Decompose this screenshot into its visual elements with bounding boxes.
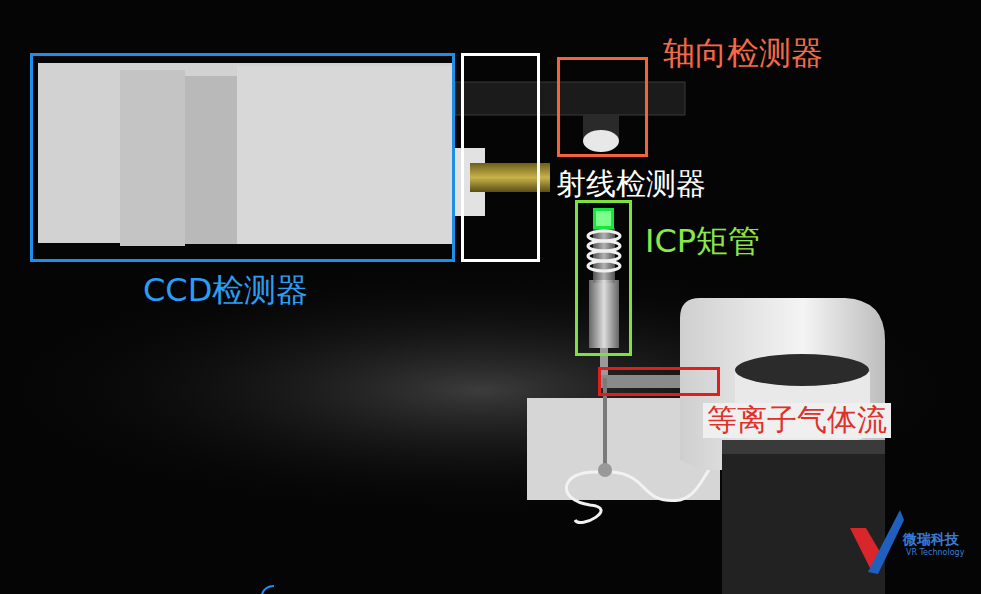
icp-torch-box: ICP矩管 [575,200,632,356]
part-label: ICP矩管 [645,223,760,260]
part-label: 射线检测器 [556,167,706,202]
ray-detector-box: 射线检测器 [461,53,540,262]
part-label: 轴向检测器 [663,35,823,72]
axial-detector-box: 轴向检测器 [557,57,648,157]
part-label: CCD检测器 [143,272,308,309]
part-label: 等离子气体流 [703,403,891,438]
watermark-subtext: VR Technology [906,549,964,558]
plasma-gas-box: 等离子气体流 [598,367,720,396]
watermark-text: 微瑞科技 [903,532,959,547]
ccd-detector-box: CCD检测器 [30,53,455,262]
